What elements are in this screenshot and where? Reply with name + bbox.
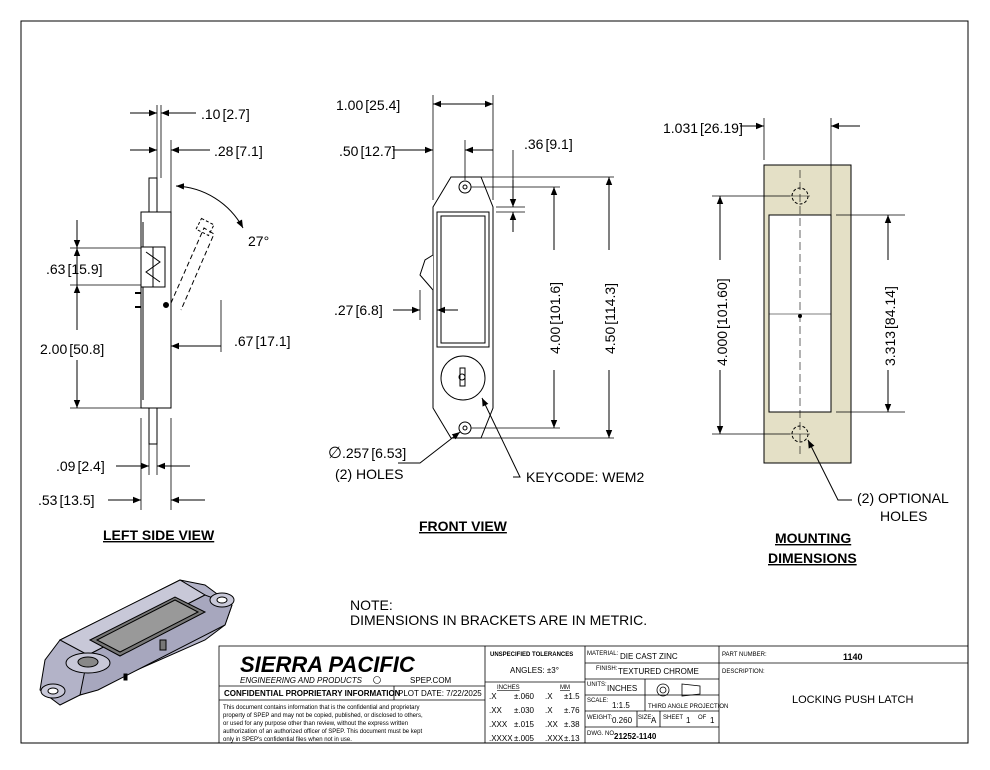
size-label: SIZE:	[638, 715, 653, 721]
projection-label: THIRD ANGLE PROJECTION	[648, 704, 728, 710]
material-value: DIE CAST ZINC	[620, 652, 678, 661]
legal-line-5: only in SPEP's confidential files when n…	[223, 737, 352, 743]
tolerance-cell: .X	[545, 692, 553, 701]
dim-front-offset: .36[9.1]	[524, 136, 573, 152]
tolerance-cell: .XXX	[545, 734, 564, 743]
dim-left-angle: 27°	[248, 233, 269, 249]
tolerance-cell: ±.76	[564, 706, 580, 715]
note-title: NOTE:	[350, 597, 393, 613]
part-number-label: PART NUMBER:	[722, 652, 767, 658]
company-subtitle: ENGINEERING AND PRODUCTS	[240, 676, 363, 685]
keycode-note: KEYCODE: WEM2	[526, 469, 644, 485]
company-website: SPEP.COM	[410, 676, 452, 685]
optional-holes-note-1: (2) OPTIONAL	[857, 490, 949, 506]
dim-left-d5: .67[17.1]	[234, 333, 291, 349]
dim-mount-cutout: 3.313[84.14]	[882, 286, 898, 366]
dim-front-holes: 4.00[101.6]	[547, 282, 563, 354]
dim-left-d1: .10[2.7]	[201, 106, 250, 122]
left-side-view	[70, 105, 244, 510]
dim-left-d3: .63[15.9]	[46, 261, 103, 277]
optional-holes-note-2: HOLES	[880, 508, 927, 524]
tolerance-cell: ±.005	[514, 734, 535, 743]
tolerance-mm: MM	[560, 685, 570, 691]
tolerance-cell: .XXXX	[489, 734, 513, 743]
tolerance-inches: INCHES	[497, 685, 520, 691]
mounting-view-title-2: DIMENSIONS	[768, 550, 857, 566]
size-value: A	[651, 716, 657, 725]
dim-front-length: 4.50[114.3]	[602, 283, 618, 354]
tolerance-cell: ±.015	[514, 720, 535, 729]
confidential-label: CONFIDENTIAL PROPRIETARY INFORMATION	[224, 689, 401, 698]
registered-mark	[373, 676, 381, 684]
scale-label: SCALE:	[587, 698, 609, 704]
dim-left-d2: .28[7.1]	[214, 143, 263, 159]
isometric-view	[39, 579, 235, 706]
tolerance-cell: ±.13	[564, 734, 580, 743]
part-number-value: 1140	[843, 652, 863, 662]
weight-label: WEIGHT:	[587, 715, 612, 721]
dim-left-d6: .09[2.4]	[56, 458, 105, 474]
units-value: INCHES	[607, 684, 637, 693]
dim-mount-height: 4.000[101.60]	[714, 278, 730, 366]
description-label: DESCRIPTION:	[722, 669, 765, 675]
dim-front-half: .50[12.7]	[339, 143, 396, 159]
legal-line-4: authorization of an authorized officer o…	[223, 729, 422, 735]
legal-line-1: This document contains information that …	[223, 705, 419, 711]
of-label: OF	[698, 715, 707, 721]
dim-mount-width: 1.031[26.19]	[663, 120, 743, 136]
material-label: MATERIAL:	[587, 651, 619, 657]
legal-line-2: property of SPEP and may not be copied, …	[223, 713, 423, 719]
tolerance-cell: ±.060	[514, 692, 535, 701]
tolerance-angles: ANGLES: ±3°	[510, 666, 559, 675]
finish-label: FINISH:	[596, 666, 618, 672]
tolerance-cell: .X	[545, 706, 553, 715]
left-side-view-title: LEFT SIDE VIEW	[103, 527, 215, 543]
note-body: DIMENSIONS IN BRACKETS ARE IN METRIC.	[350, 612, 647, 628]
sheet-value: 1	[686, 716, 691, 725]
tolerance-cell: .XX	[545, 720, 559, 729]
of-value: 1	[710, 716, 715, 725]
dim-front-diameter: ∅.257[6.53]	[328, 445, 406, 462]
dim-left-d7: .53[13.5]	[38, 492, 95, 508]
description-value: LOCKING PUSH LATCH	[792, 694, 913, 706]
dwg-number: 21252-1140	[614, 732, 657, 741]
plot-date: PLOT DATE: 7/22/2025	[398, 689, 482, 698]
front-holes-note: (2) HOLES	[335, 466, 403, 482]
front-view-title: FRONT VIEW	[419, 518, 508, 534]
mounting-view	[712, 118, 905, 501]
dim-front-width: 1.00[25.4]	[336, 97, 400, 113]
mounting-view-title-1: MOUNTING	[775, 530, 851, 546]
finish-value: TEXTURED CHROME	[618, 667, 699, 676]
front-view	[393, 95, 614, 478]
dim-left-d4: 2.00[50.8]	[40, 341, 104, 357]
tolerance-cell: .X	[489, 692, 497, 701]
tolerance-cell: ±1.5	[564, 692, 580, 701]
dwg-label: DWG. NO.	[587, 731, 616, 737]
scale-value: 1:1.5	[612, 701, 630, 710]
tolerance-title: UNSPECIFIED TOLERANCES	[490, 652, 573, 658]
title-block	[218, 645, 969, 744]
company-name: SIERRA PACIFIC	[240, 652, 416, 677]
tolerance-cell: ±.38	[564, 720, 580, 729]
tolerance-cell: .XX	[489, 706, 503, 715]
weight-value: 0.260	[612, 716, 633, 725]
sheet-label: SHEET	[663, 715, 683, 721]
dim-front-button: .27[6.8]	[334, 302, 383, 318]
legal-line-3: or used for any purpose other than revie…	[223, 721, 408, 727]
tolerance-cell: .XXX	[489, 720, 508, 729]
tolerance-cell: ±.030	[514, 706, 535, 715]
units-label: UNITS:	[587, 682, 607, 688]
